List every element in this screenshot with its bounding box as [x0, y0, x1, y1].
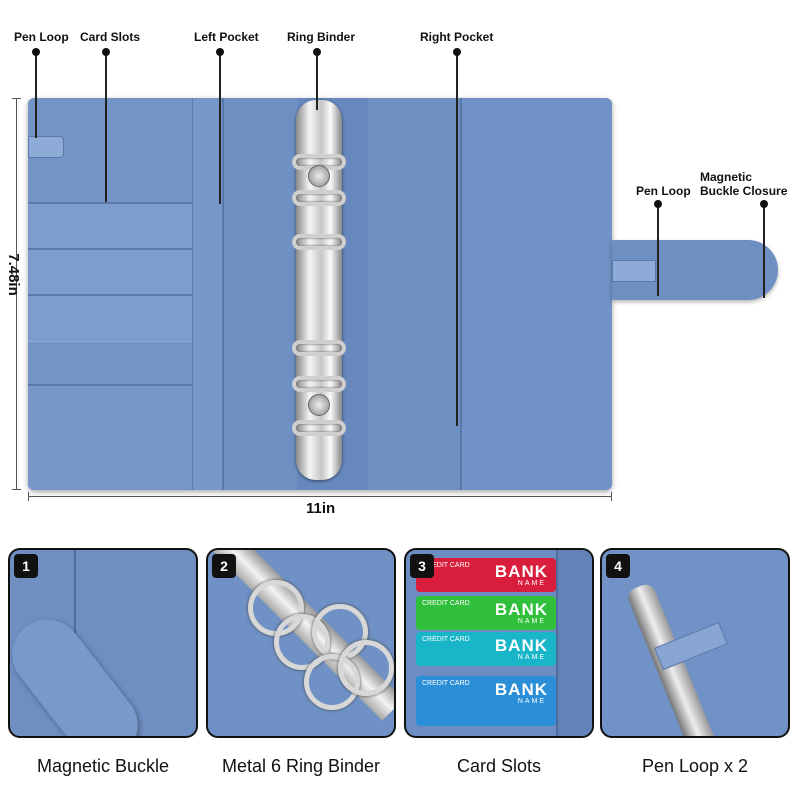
rivet	[308, 394, 330, 416]
callout-magnetic-line2: Buckle Closure	[700, 184, 788, 198]
magnetic-buckle-strap	[10, 605, 152, 736]
card-name: NAME	[517, 654, 546, 661]
dimension-tick	[611, 492, 612, 501]
feature-number: 1	[14, 554, 38, 578]
feature-number: 2	[212, 554, 236, 578]
right-pocket	[460, 98, 612, 490]
card-bank: BANK	[494, 600, 548, 619]
width-dimension-line	[28, 496, 612, 497]
leader-line	[657, 204, 659, 296]
feature-caption: Metal 6 Ring Binder	[221, 756, 381, 776]
card-label: CREDIT CARD	[422, 680, 470, 687]
binder-ring	[292, 376, 346, 392]
feature-caption: Pen Loop x 2	[641, 756, 749, 776]
credit-card: CREDIT CARD BANK NAME	[416, 596, 556, 630]
leader-dot	[32, 48, 40, 56]
leader-line	[763, 204, 765, 298]
width-label: 11in	[306, 500, 336, 517]
feature-caption: Magnetic Buckle	[36, 756, 170, 776]
card-slot	[28, 248, 198, 296]
feature-caption: Card Slots	[456, 756, 542, 776]
leader-line	[316, 52, 318, 110]
callout-ring-binder: Ring Binder	[287, 30, 355, 44]
pen-loop-left	[28, 136, 64, 158]
credit-card: CREDIT CARD BANK NAME	[416, 558, 556, 592]
callout-pen-loop: Pen Loop	[14, 30, 69, 44]
card-name: NAME	[517, 580, 546, 587]
card-slot	[28, 202, 198, 250]
card-name: NAME	[517, 618, 546, 625]
leader-line	[219, 52, 221, 204]
leader-line	[105, 52, 107, 202]
leader-dot	[216, 48, 224, 56]
leader-dot	[654, 200, 662, 208]
magnetic-strap	[612, 240, 778, 300]
binder-ring	[292, 190, 346, 206]
card-label: CREDIT CARD	[422, 562, 470, 569]
leader-line	[456, 52, 458, 426]
ring-mechanism	[296, 100, 342, 480]
binder-ring	[292, 420, 346, 436]
card-bank: BANK	[494, 680, 548, 699]
feature-thumb-magnetic-buckle: 1	[8, 548, 198, 738]
leader-dot	[760, 200, 768, 208]
callout-card-slots: Card Slots	[80, 30, 141, 44]
leader-dot	[313, 48, 321, 56]
feature-number: 3	[410, 554, 434, 578]
feature-thumb-card-slots: 3 CREDIT CARD BANK NAME CREDIT CARD BANK…	[404, 548, 594, 738]
binder-ring	[338, 640, 394, 696]
card-label: CREDIT CARD	[422, 636, 470, 643]
callout-left-pocket: Left Pocket	[194, 30, 259, 44]
leader-line	[35, 52, 37, 138]
dimension-tick	[12, 489, 21, 490]
binder-ring	[292, 234, 346, 250]
credit-card: CREDIT CARD BANK NAME	[416, 676, 556, 726]
feature-number: 4	[606, 554, 630, 578]
feature-thumb-pen-loop: 4	[600, 548, 790, 738]
card-label: CREDIT CARD	[422, 600, 470, 607]
callout-magnetic-line1: Magnetic	[700, 170, 753, 184]
card-slot	[28, 294, 198, 342]
binder-ring	[292, 340, 346, 356]
leader-dot	[453, 48, 461, 56]
height-label: 7.48in	[4, 253, 22, 296]
pen-loop-right	[612, 260, 656, 282]
binder-right-panel	[556, 550, 592, 736]
leader-dot	[102, 48, 110, 56]
callout-right-pocket: Right Pocket	[420, 30, 494, 44]
credit-card: CREDIT CARD BANK NAME	[416, 632, 556, 666]
card-name: NAME	[517, 698, 546, 705]
left-large-pocket	[28, 384, 218, 490]
dimension-tick	[12, 98, 21, 99]
card-bank: BANK	[494, 636, 548, 655]
card-bank: BANK	[494, 562, 548, 581]
left-pocket	[192, 98, 222, 490]
feature-thumb-ring-binder: 2	[206, 548, 396, 738]
height-dimension-line	[16, 98, 17, 490]
callout-pen-loop-right: Pen Loop	[636, 184, 691, 198]
dimension-tick	[28, 492, 29, 501]
rivet	[308, 165, 330, 187]
